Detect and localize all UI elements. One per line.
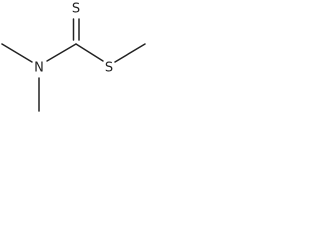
bond-s-methyl <box>114 43 146 63</box>
molecule-structure: S N S <box>0 0 146 112</box>
atom-label-thioether-sulfur: S <box>105 61 113 76</box>
bond-c-n <box>46 43 77 62</box>
atom-label-nitrogen: N <box>34 61 44 76</box>
bond-n-methyl-left <box>1 43 33 63</box>
bond-c-s <box>75 43 104 62</box>
structure-diagram: S N S <box>1 2 146 112</box>
atom-label-thione-sulfur: S <box>72 2 80 17</box>
